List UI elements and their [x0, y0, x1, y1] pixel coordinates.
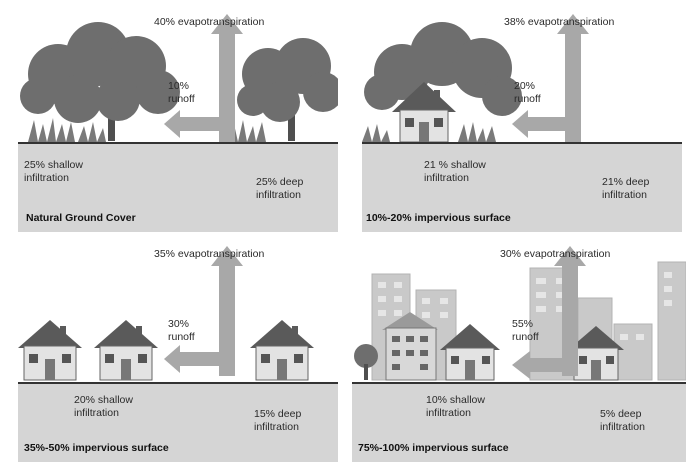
- deep-word: infiltration: [602, 189, 647, 201]
- grass: [362, 122, 496, 142]
- evapotranspiration-label: 38% evapotranspiration: [504, 16, 615, 28]
- runoff-percent: 55%: [512, 318, 534, 330]
- tree-left: [20, 22, 180, 141]
- deep-infiltration-label: 5% deep infiltration: [600, 408, 645, 434]
- tree-behind-house: [364, 22, 522, 141]
- panel-caption: Natural Ground Cover: [26, 212, 136, 224]
- tree-right: [237, 38, 338, 141]
- house-2: [568, 326, 624, 381]
- house-2: [94, 320, 158, 381]
- deep-word: infiltration: [256, 189, 301, 201]
- runoff-percent: 10%: [168, 80, 190, 92]
- runoff-arrow: [164, 345, 220, 373]
- panel-natural-ground-cover: 40% evapotranspiration 10% runoff 25% sh…: [18, 4, 338, 232]
- deep-word: infiltration: [600, 421, 645, 433]
- shallow-percent: 20% shallow: [74, 394, 133, 406]
- house: [392, 82, 456, 143]
- panel-caption: 35%-50% impervious surface: [24, 442, 169, 454]
- panel-caption: 10%-20% impervious surface: [366, 212, 511, 224]
- house-3: [250, 320, 314, 381]
- evapotranspiration-arrow: [211, 14, 243, 136]
- deep-word: infiltration: [254, 421, 299, 433]
- small-tree: [354, 344, 378, 380]
- panel-10-20-impervious: 38% evapotranspiration 20% runoff 21 % s…: [362, 4, 682, 232]
- house-1: [440, 324, 500, 381]
- shallow-word: infiltration: [74, 407, 119, 419]
- shallow-percent: 25% shallow: [24, 159, 83, 171]
- runoff-label: 55% runoff: [512, 318, 539, 344]
- evapotranspiration-arrow: [554, 246, 586, 376]
- ground-layer: [362, 142, 682, 232]
- deep-infiltration-label: 21% deep infiltration: [602, 176, 649, 202]
- deep-percent: 5% deep: [600, 408, 642, 420]
- runoff-arrow: [512, 110, 566, 138]
- ground-layer: [352, 382, 686, 462]
- house-1: [18, 320, 82, 381]
- runoff-percent: 20%: [514, 80, 536, 92]
- shallow-infiltration-label: 21 % shallow infiltration: [424, 159, 486, 185]
- panel-35-50-impervious: 35% evapotranspiration 30% runoff 20% sh…: [18, 238, 338, 462]
- runoff-label: 20% runoff: [514, 80, 541, 106]
- deep-percent: 21% deep: [602, 176, 650, 188]
- evapotranspiration-arrow: [557, 14, 589, 136]
- deep-percent: 15% deep: [254, 408, 302, 420]
- shallow-word: infiltration: [424, 172, 469, 184]
- evapotranspiration-label: 40% evapotranspiration: [154, 16, 265, 28]
- runoff-word: runoff: [512, 331, 539, 343]
- runoff-percent: 30%: [168, 318, 190, 330]
- evapotranspiration-arrow: [211, 246, 243, 376]
- shallow-word: infiltration: [24, 172, 69, 184]
- runoff-word: runoff: [168, 93, 195, 105]
- runoff-word: runoff: [168, 331, 195, 343]
- runoff-arrow: [164, 110, 220, 138]
- deep-infiltration-label: 25% deep infiltration: [256, 176, 303, 202]
- ground-layer: [18, 142, 338, 232]
- runoff-word: runoff: [514, 93, 541, 105]
- panel-4-illustration: [354, 246, 686, 438]
- runoff-label: 30% runoff: [168, 318, 195, 344]
- runoff-arrow: [512, 351, 564, 379]
- evapotranspiration-label: 30% evapotranspiration: [500, 248, 611, 260]
- shallow-word: infiltration: [426, 407, 471, 419]
- deep-infiltration-label: 15% deep infiltration: [254, 408, 301, 434]
- deep-percent: 25% deep: [256, 176, 304, 188]
- ground-layer: [18, 382, 338, 462]
- building-windows: [378, 272, 672, 340]
- panel-1-illustration: [20, 14, 338, 198]
- apartment-building: [382, 312, 438, 381]
- shallow-infiltration-label: 25% shallow infiltration: [24, 159, 83, 185]
- evapotranspiration-label: 35% evapotranspiration: [154, 248, 265, 260]
- runoff-label: 10% runoff: [168, 80, 195, 106]
- shallow-percent: 21 % shallow: [424, 159, 486, 171]
- panel-caption: 75%-100% impervious surface: [358, 442, 509, 454]
- shallow-infiltration-label: 20% shallow infiltration: [74, 394, 133, 420]
- shallow-percent: 10% shallow: [426, 394, 485, 406]
- shallow-infiltration-label: 10% shallow infiltration: [426, 394, 485, 420]
- panel-75-100-impervious: 30% evapotranspiration 55% runoff 10% sh…: [352, 238, 686, 462]
